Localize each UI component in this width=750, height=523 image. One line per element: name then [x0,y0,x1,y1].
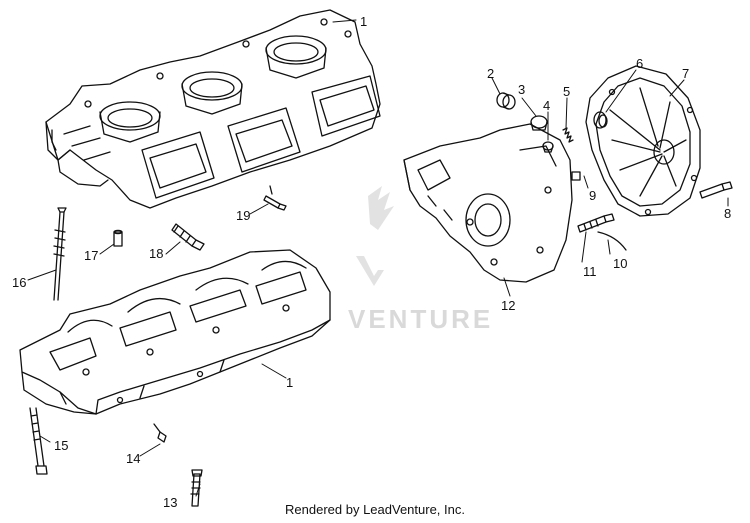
callout-7: 7 [682,66,689,81]
callout-2: 2 [487,66,494,81]
leader-lines [27,19,729,497]
callout-1-lower: 1 [286,375,293,390]
cap-3 [530,115,548,131]
callout-11: 11 [583,264,597,279]
callout-1-upper: 1 [360,14,367,29]
render-credit: Rendered by LeadVenture, Inc. [285,502,465,517]
callout-4: 4 [543,98,550,113]
fitting-18 [171,223,205,251]
callout-5: 5 [563,84,570,99]
bolt-11 [577,213,615,233]
callouts: 1 1 2 3 4 5 6 7 8 9 10 11 12 13 14 15 16… [12,14,731,510]
bolt-13 [190,469,203,507]
lower-crankcase [19,249,331,415]
watermark: VENTURE [348,186,493,334]
bolt-15 [29,407,48,475]
callout-17: 17 [84,248,98,263]
callout-8: 8 [724,206,731,221]
callout-15: 15 [54,438,68,453]
callout-10: 10 [613,256,627,271]
oring-10 [597,231,627,251]
callout-12: 12 [501,298,515,313]
housing-12 [403,123,573,283]
upper-crankcase [45,9,381,209]
seal-6 [593,111,608,129]
callout-18: 18 [149,246,163,261]
watermark-text: VENTURE [348,304,493,334]
callout-13: 13 [163,495,177,510]
callout-14: 14 [126,451,140,466]
fitting-19 [263,185,287,211]
stud-16 [53,207,67,301]
spring-5 [562,127,574,143]
bushing-2 [496,92,516,110]
cover-7 [585,65,701,217]
callout-9: 9 [589,188,596,203]
fitting-14 [153,423,167,443]
callout-6: 6 [636,56,643,71]
callout-3: 3 [518,82,525,97]
callout-16: 16 [12,275,26,290]
dowel-pin-17 [113,229,123,247]
pin-9 [571,171,581,181]
cap-4 [542,141,554,153]
bolt-8 [699,181,733,199]
callout-19: 19 [236,208,250,223]
